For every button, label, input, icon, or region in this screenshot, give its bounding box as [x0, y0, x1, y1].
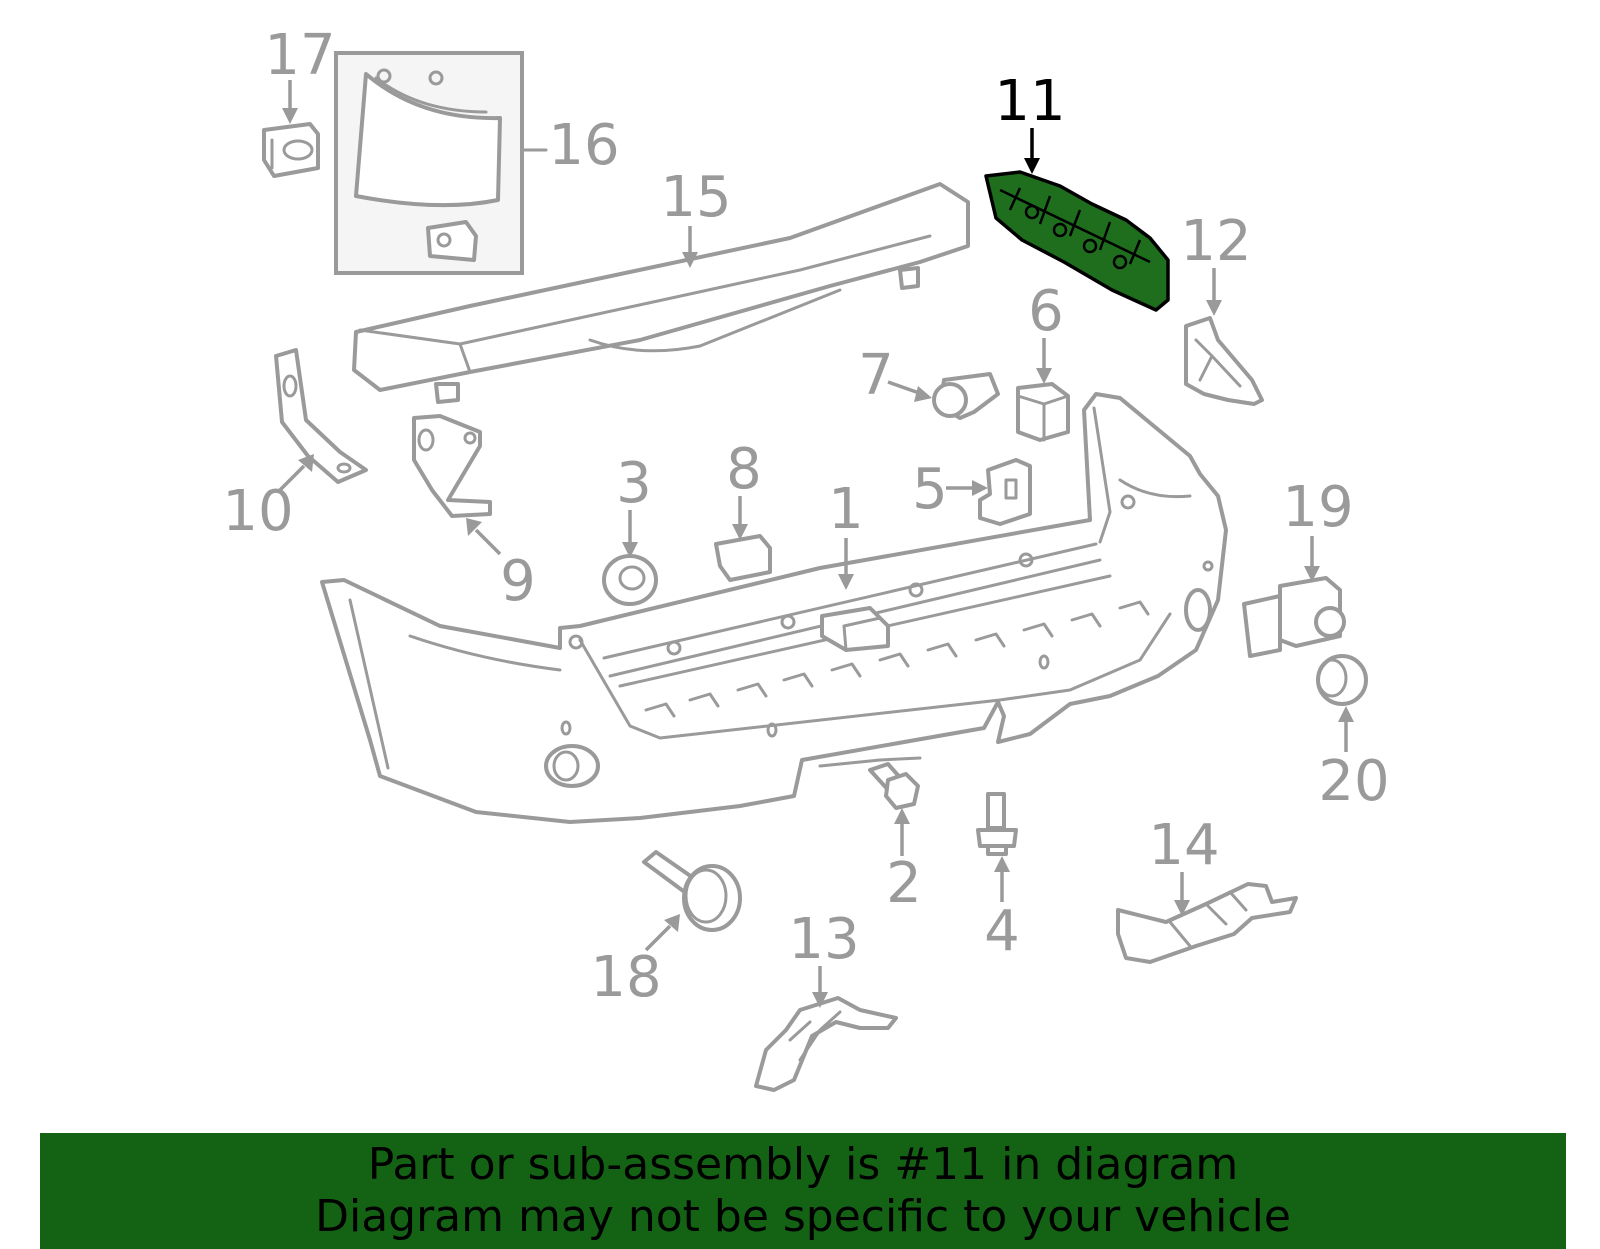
- footer-line-1: Part or sub-assembly is #11 in diagram: [367, 1139, 1239, 1190]
- callout-16: 16: [548, 113, 619, 178]
- callout-11: 11: [994, 69, 1065, 134]
- part-2-bolt: [868, 762, 920, 810]
- callout-1: 1: [828, 477, 864, 542]
- parts-diagram: 1 2 3 4 5 6 7 8 9 10 11 12 13 14 15 16 1…: [222, 23, 1390, 1092]
- leader-lines: [278, 80, 1354, 1008]
- callout-10: 10: [222, 479, 293, 544]
- part-15-beam: [352, 182, 970, 404]
- part-6-block: [1016, 382, 1070, 442]
- part-5-bracket: [978, 458, 1032, 526]
- part-16-inset: [334, 51, 548, 275]
- callout-14: 14: [1148, 813, 1219, 878]
- callout-5: 5: [912, 457, 948, 522]
- part-12-bracket: [1184, 316, 1264, 406]
- callout-9: 9: [500, 549, 536, 614]
- part-10-bracket: [274, 348, 368, 484]
- callout-17: 17: [264, 23, 335, 88]
- part-3-grommet: [602, 554, 658, 606]
- callout-2: 2: [886, 851, 922, 916]
- callout-4: 4: [984, 899, 1020, 964]
- callout-13: 13: [788, 907, 859, 972]
- part-18-stop: [642, 850, 742, 932]
- footer-line-2: Diagram may not be specific to your vehi…: [315, 1191, 1291, 1242]
- callout-19: 19: [1282, 475, 1353, 540]
- callout-18: 18: [590, 945, 661, 1010]
- part-20-ring: [1316, 654, 1368, 706]
- part-8-cover: [714, 534, 772, 582]
- part-14-bracket: [1116, 882, 1298, 964]
- callout-12: 12: [1180, 209, 1251, 274]
- leader-line-11: [1024, 128, 1040, 174]
- part-19-sensor: [1242, 576, 1346, 658]
- part-7-clip: [932, 372, 1000, 420]
- part-9-bracket: [412, 414, 492, 518]
- callout-7: 7: [858, 343, 894, 408]
- callout-8: 8: [726, 437, 762, 502]
- part-1-bumper-cover: [320, 392, 1228, 824]
- part-17-clip: [262, 122, 320, 178]
- footer-banner: Part or sub-assembly is #11 in diagram D…: [40, 1133, 1566, 1249]
- callout-6: 6: [1028, 279, 1064, 344]
- callout-3: 3: [616, 451, 652, 516]
- part-4-screw: [976, 792, 1018, 856]
- part-11-retainer: [984, 170, 1170, 312]
- callout-15: 15: [660, 165, 731, 230]
- callout-labels: 1 2 3 4 5 6 7 8 9 10 11 12 13 14 15 16 1…: [222, 23, 1389, 1010]
- callout-20: 20: [1318, 749, 1389, 814]
- part-13-bracket: [754, 996, 898, 1092]
